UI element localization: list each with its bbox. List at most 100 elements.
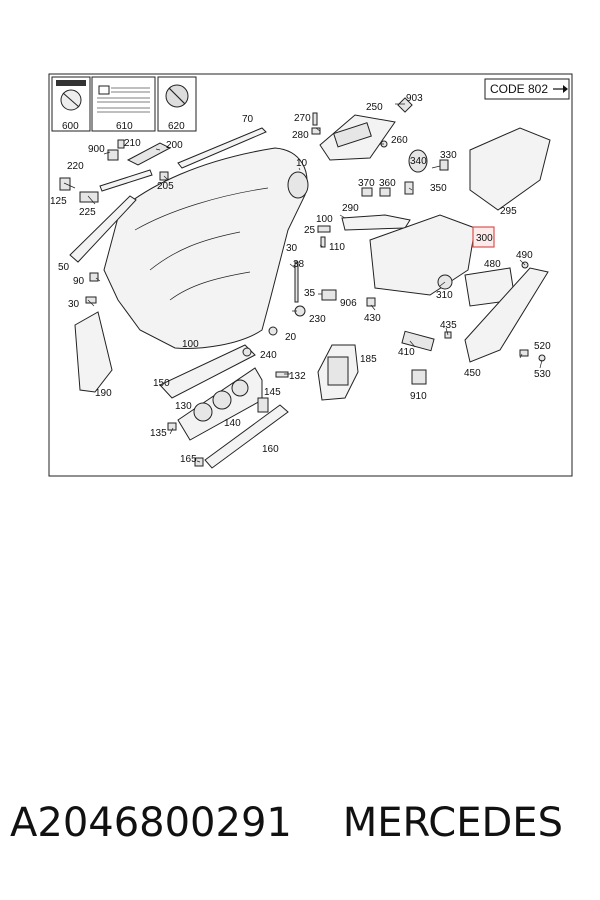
callout-20: 20 (285, 332, 297, 343)
part-upper-cover (126, 142, 172, 166)
part-trim-strip (177, 127, 267, 169)
part-cluster-cover (159, 344, 256, 399)
part-clip-132 (275, 371, 289, 378)
callout-70: 70 (242, 114, 254, 125)
callout-150: 150 (153, 378, 170, 389)
part-screw-270 (312, 112, 318, 126)
callout-450: 450 (464, 368, 481, 379)
callout-330: 330 (440, 150, 457, 161)
part-connector-910 (411, 369, 427, 385)
callout-125: 125 (50, 196, 67, 207)
part-glovebox-lid (464, 267, 549, 363)
callout-90: 90 (73, 276, 85, 287)
part-clip-20 (268, 326, 278, 336)
part-lower-strip (204, 404, 289, 469)
part-glovebox-housing (369, 214, 476, 296)
part-clip-220 (59, 177, 71, 191)
callout-240: 240 (260, 350, 277, 361)
brand-name: MERCEDES (342, 800, 563, 846)
callout-100-upper: 100 (316, 214, 333, 225)
part-bolt-210 (117, 139, 125, 149)
callout-903: 903 (406, 93, 423, 104)
callout-900: 900 (88, 144, 105, 155)
part-left-upper-strip (99, 169, 153, 192)
callout-10: 10 (296, 158, 308, 169)
callout-35: 35 (304, 288, 316, 299)
part-clip-145 (257, 397, 269, 413)
part-clip-520 (519, 349, 529, 357)
part-screw-38 (294, 261, 299, 303)
part-clip-135 (167, 422, 177, 431)
legend-card-610-number: 610 (116, 121, 133, 132)
part-clip-240 (242, 347, 252, 357)
callout-490: 490 (516, 250, 533, 261)
callout-220: 220 (67, 161, 84, 172)
callout-145: 145 (264, 387, 281, 398)
part-left-side-panel (69, 195, 137, 263)
part-clip-90 (89, 272, 99, 282)
callout-labels: 70 270 280 250 903 260 210 900 200 220 1… (50, 93, 551, 465)
callout-906: 906 (340, 298, 357, 309)
part-dashboard (103, 147, 308, 349)
callout-350: 350 (430, 183, 447, 194)
part-clip-900 (107, 149, 119, 161)
legend-card-600: 600 (51, 76, 91, 132)
legend-card-620-number: 620 (168, 121, 185, 132)
part-gauge-2 (212, 390, 232, 410)
callout-140: 140 (224, 418, 241, 429)
part-clip-360 (379, 187, 391, 197)
callout-410: 410 (398, 347, 415, 358)
footer-caption: A2046800291 MERCEDES (10, 800, 595, 846)
callout-30-center: 30 (286, 243, 298, 254)
part-center-trim-window (333, 122, 372, 148)
arrow-right-icon (553, 85, 568, 93)
callout-100-lower: 100 (182, 339, 199, 350)
part-clip-370 (361, 187, 373, 197)
callout-530: 530 (534, 369, 551, 380)
callout-225: 225 (79, 207, 96, 218)
part-clip-30-left (85, 296, 97, 304)
legend-card-620: 620 (157, 76, 197, 132)
callout-160: 160 (262, 444, 279, 455)
callout-435: 435 (440, 320, 457, 331)
code-box: CODE 802 (484, 78, 570, 100)
part-dashboard-inner (134, 187, 269, 301)
leader-lines (63, 103, 543, 463)
callout-38: 38 (293, 259, 305, 270)
callout-132: 132 (289, 371, 306, 382)
callout-270: 270 (294, 113, 311, 124)
callout-360: 360 (379, 178, 396, 189)
part-left-end-panel (74, 311, 113, 393)
callout-135: 135 (150, 428, 167, 439)
callout-300: 300 (476, 233, 493, 244)
callout-480: 480 (484, 259, 501, 270)
callout-290: 290 (342, 203, 359, 214)
highlight-box-300 (472, 226, 495, 248)
callout-520: 520 (534, 341, 551, 352)
part-right-upper-module (469, 127, 551, 211)
callout-230: 230 (309, 314, 326, 325)
callout-165: 165 (180, 454, 197, 465)
callout-210: 210 (124, 138, 141, 149)
part-clip-906 (321, 289, 337, 301)
part-switch-410 (401, 330, 435, 352)
callout-370: 370 (358, 178, 375, 189)
callout-310: 310 (436, 290, 453, 301)
part-screw-110 (320, 236, 326, 248)
callout-250: 250 (366, 102, 383, 113)
callout-340: 340 (410, 156, 427, 167)
callout-260: 260 (391, 135, 408, 146)
callout-280: 280 (292, 130, 309, 141)
part-bracket-290 (341, 214, 411, 231)
part-clip-330 (439, 159, 449, 171)
callout-50: 50 (58, 262, 70, 273)
part-clip-25 (317, 225, 331, 233)
part-vent-right (287, 171, 309, 199)
callout-190: 190 (95, 388, 112, 399)
part-center-bezel-opening (327, 356, 349, 386)
callout-430: 430 (364, 313, 381, 324)
callout-295: 295 (500, 206, 517, 217)
callout-30-left: 30 (68, 299, 80, 310)
legend-card-600-number: 600 (62, 121, 79, 132)
